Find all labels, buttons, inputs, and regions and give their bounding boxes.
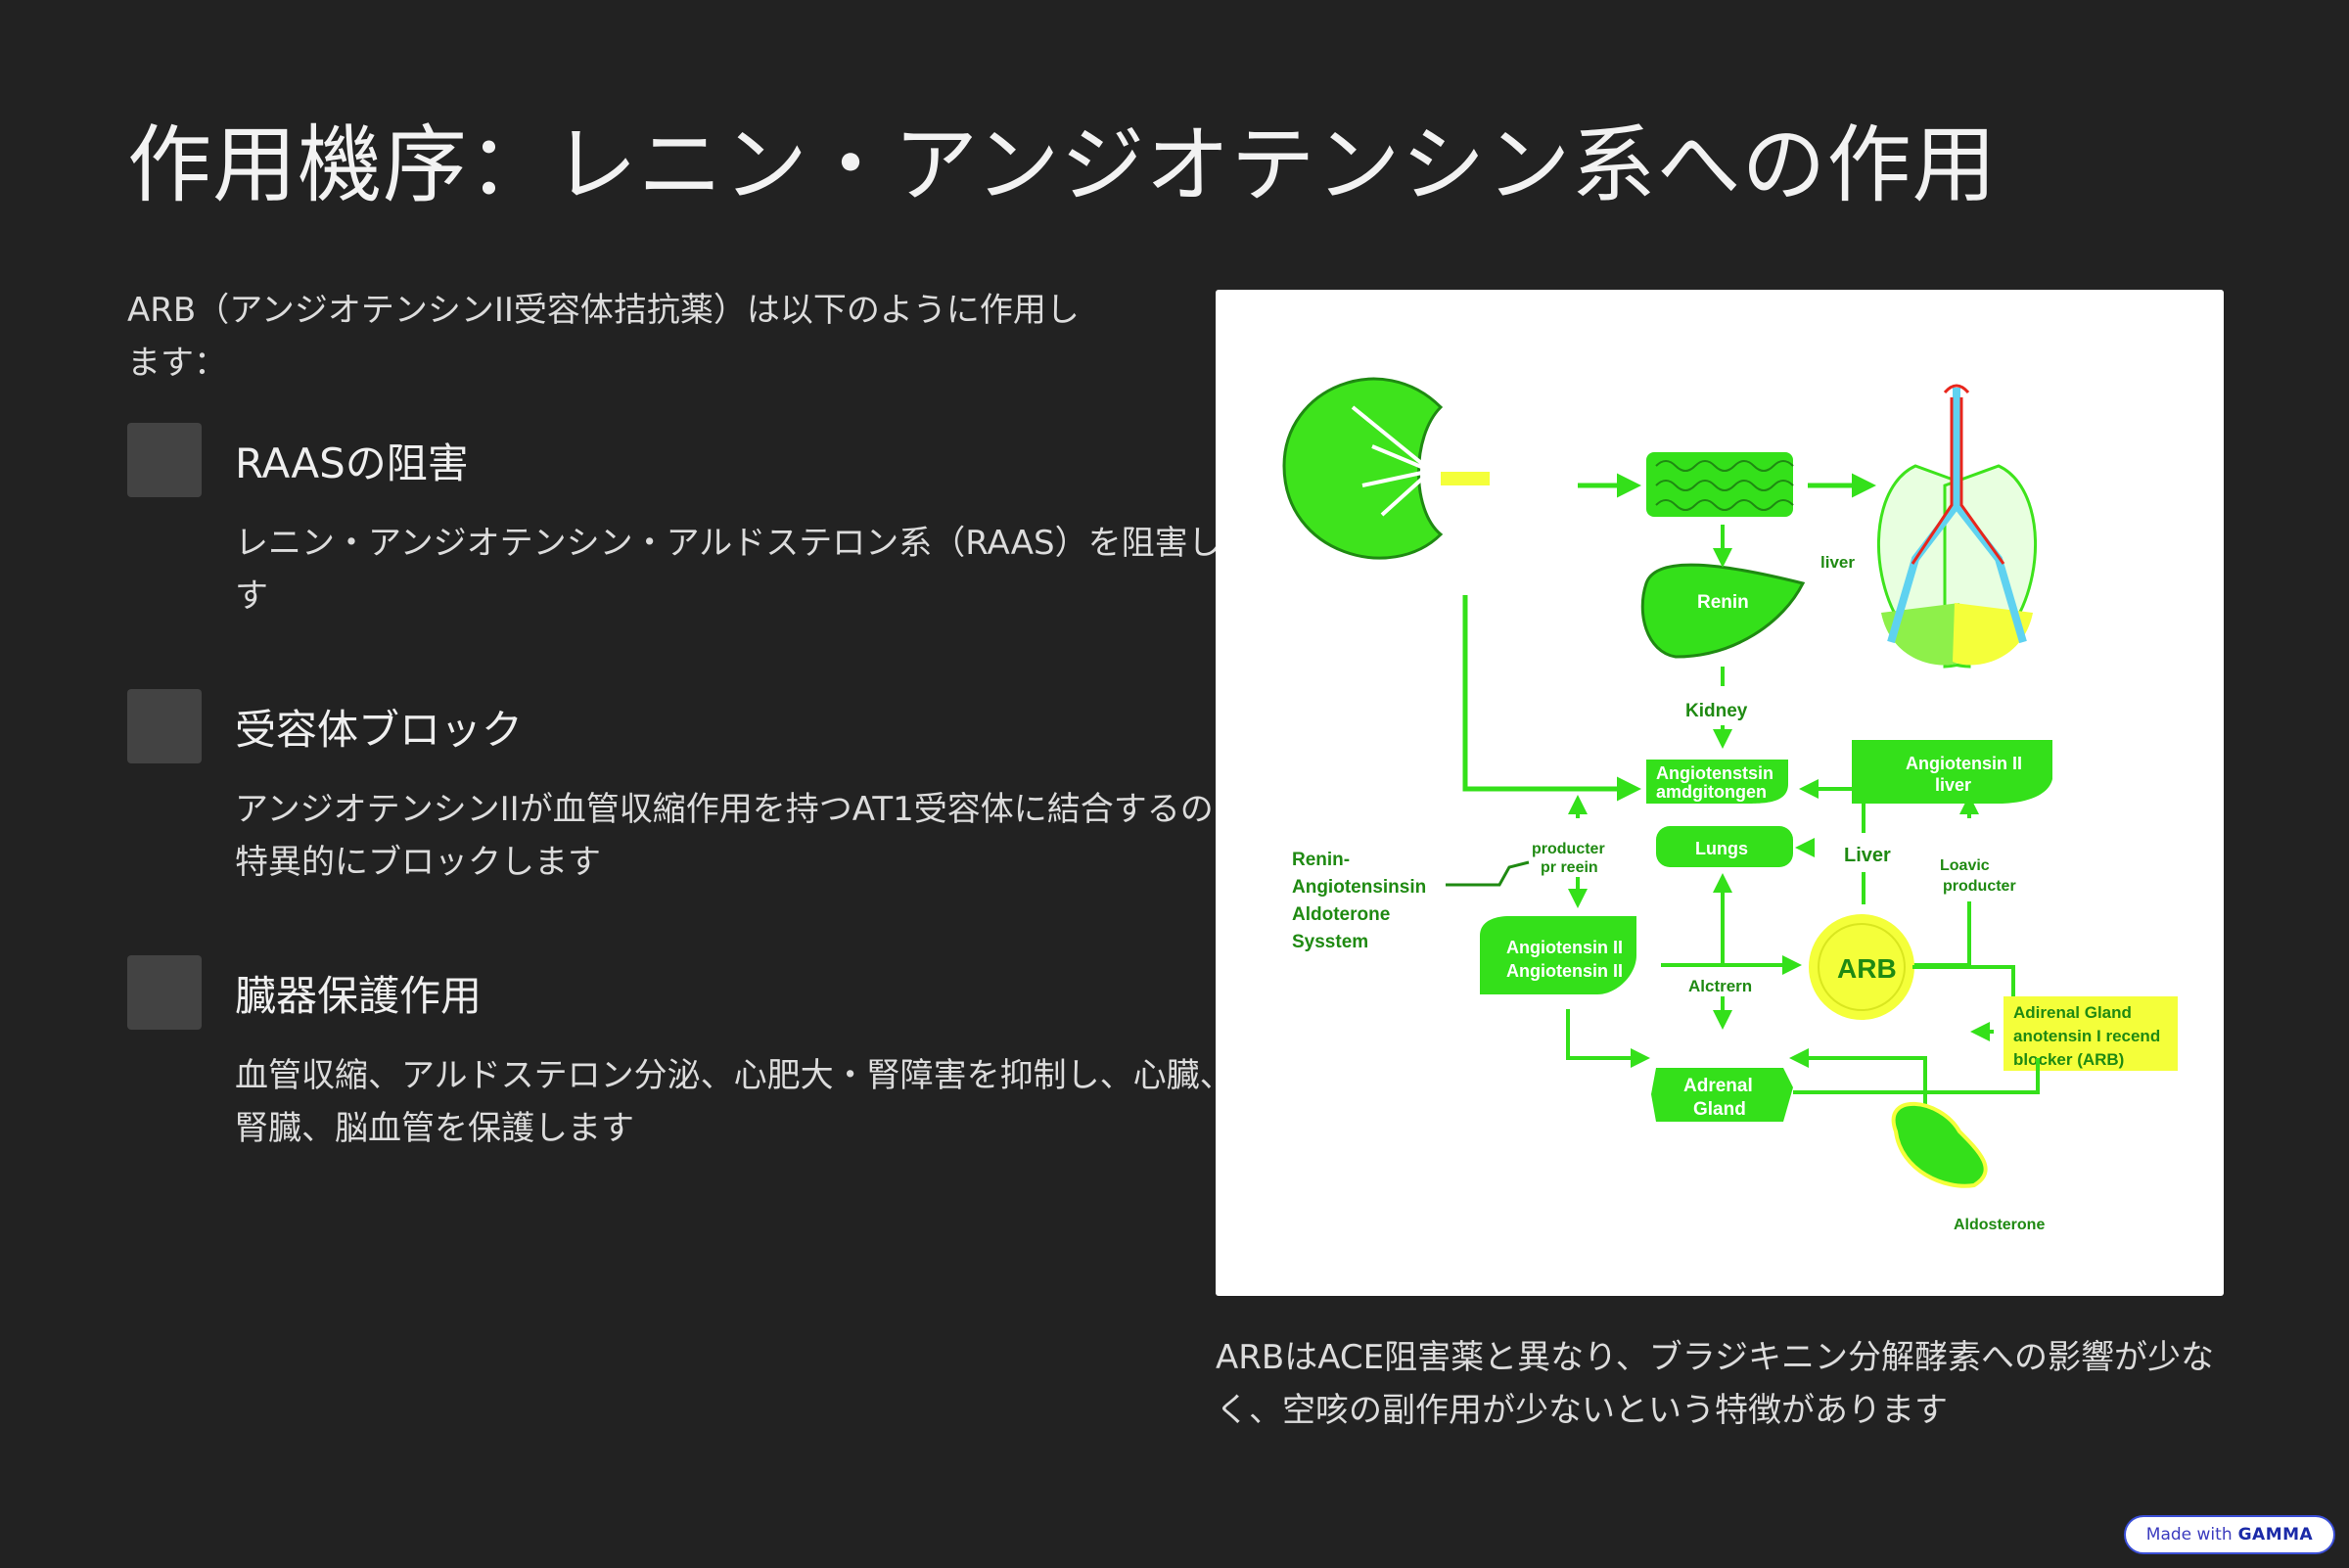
- raas-label-2: Angiotensinsin: [1292, 877, 1426, 898]
- kidney-label: Kidney: [1685, 701, 1748, 721]
- adrenal-gland-label-2: Gland: [1693, 1099, 1746, 1120]
- angiotensinogen-label-1: Angiotenstsin: [1656, 763, 1773, 783]
- point-heading: 臓器保護作用: [235, 972, 483, 1020]
- raas-diagram-image: Renin liver Kidney Angiotenstsin amdgito…: [1216, 290, 2224, 1296]
- ang2-liver-label-2: liver: [1935, 775, 1971, 795]
- raas-label-3: Aldoterone: [1292, 904, 1390, 925]
- gamma-logo: GAMMA: [2237, 1525, 2314, 1545]
- alctrern-label: Alctrern: [1688, 977, 1752, 995]
- arb-label: ARB: [1837, 953, 1897, 984]
- point-heading: 受容体ブロック: [235, 706, 524, 754]
- angiotensinogen-label-2: amdgitongen: [1656, 782, 1767, 802]
- kidney-icon: [1282, 377, 1490, 560]
- point-heading: RAASの阻害: [235, 439, 469, 487]
- renin-label: Renin: [1697, 592, 1749, 613]
- ang2-pair-label-2: Angiotensin II: [1506, 961, 1623, 981]
- lungs-icon: [1877, 384, 2037, 669]
- bullet-square-icon: [127, 955, 202, 1030]
- caption-text: ARBはACE阻害薬と異なり、ブラジキニン分解酵素への影響が少なく、空咳の副作用…: [1216, 1338, 2215, 1430]
- liver-icon: [1640, 563, 1806, 659]
- adrenal-gland-label-1: Adrenal: [1683, 1076, 1753, 1096]
- bullet-square-icon: [127, 689, 202, 763]
- adrenal-box-label-3: blocker (ARB): [2013, 1050, 2124, 1069]
- liver-top-label: liver: [1820, 553, 1855, 572]
- ang2-pair-label-1: Angiotensin II: [1506, 938, 1623, 957]
- lungs-label: Lungs: [1695, 839, 1748, 858]
- liver-mid-label: Liver: [1844, 845, 1891, 866]
- raas-label-4: Sysstem: [1292, 932, 1368, 952]
- point-body: アンジオテンシンIIが血管収縮作用を持つAT1受容体に結合するのを特異的にブロッ…: [235, 790, 1247, 882]
- slide-title: 作用機序：レニン・アンジオテンシン系への作用: [127, 116, 1998, 214]
- loavic-label-1: Loavic: [1940, 857, 1990, 874]
- adrenal-box-label-1: Adirenal Gland: [2013, 1003, 2132, 1022]
- gland-organ-icon: [1891, 1101, 1988, 1188]
- loavic-label-2: producter: [1943, 878, 2016, 895]
- adrenal-box-label-2: anotensin I recend: [2013, 1027, 2160, 1045]
- producter-label-1: producter: [1532, 841, 1605, 857]
- aldosterone-label: Aldosterone: [1954, 1217, 2045, 1233]
- raas-label-1: Renin-: [1292, 850, 1350, 870]
- badge-prefix: Made with: [2145, 1525, 2233, 1545]
- intro-text: ARB（アンジオテンシンII受容体拮抗薬）は以下のように作用します：: [127, 291, 1080, 383]
- point-body: 血管収縮、アルドステロン分泌、心肥大・腎障害を抑制し、心臓、腎臓、脳血管を保護し…: [235, 1056, 1233, 1148]
- bullet-square-icon: [127, 423, 202, 497]
- point-body: レニン・アンジオテンシン・アルドステロン系（RAAS）を阻害します: [235, 524, 1255, 616]
- made-with-gamma-badge[interactable]: Made with GAMMA: [2124, 1515, 2335, 1554]
- ang2-liver-label-1: Angiotensin II: [1906, 754, 2022, 773]
- producter-label-2: pr reein: [1541, 859, 1598, 876]
